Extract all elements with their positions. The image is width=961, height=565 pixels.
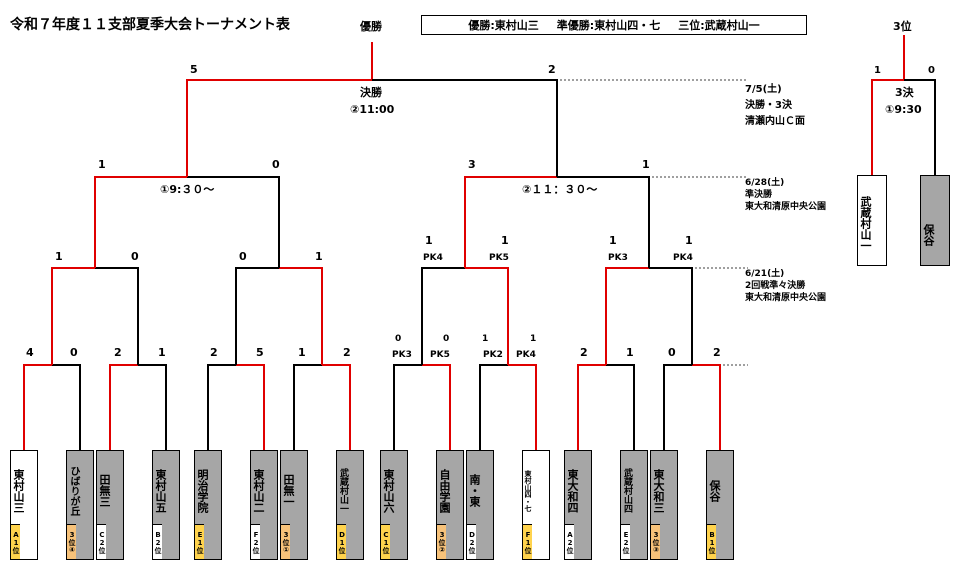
r1-pk-12: PK4 [516,350,536,360]
sf-round: 準決勝 [745,190,773,200]
r1-score-8: 2 [343,346,351,359]
qf-score-3: 0 [239,250,247,263]
champion-label: 優勝 [360,20,382,33]
r1-score-9: 0 [395,334,402,344]
r1-pk-11: PK2 [483,350,503,360]
third-place-label: 3位 [893,20,912,33]
third-match-label: 3決 [895,86,914,99]
team-4: 東村山五 B2位 [152,450,180,560]
third-team-left: 武蔵村山一 [857,175,887,266]
qf-score-7: 1 [609,234,617,247]
qf-date: 6/21(土) [745,269,785,279]
final-rounds: 決勝・3決 [745,100,792,111]
qf-score-6: 1 [501,234,509,247]
r1-score-12: 1 [530,334,537,344]
team-8: 武蔵村山一 D1位 [336,450,364,560]
r1-score-6: 5 [256,346,264,359]
sf-score-3: 3 [468,158,476,171]
sf-right-time: ②１１：３０～ [522,183,598,196]
qf-score-2: 0 [131,250,139,263]
final-score-left: 5 [190,63,198,76]
third-score-left: 1 [874,65,881,76]
r1-pk-9: PK3 [392,350,412,360]
sf-score-1: 1 [98,158,106,171]
final-score-right: 2 [548,63,556,76]
qf-round: 2回戦準々決勝 [745,281,806,291]
final-label: 決勝 [360,86,382,99]
team-2: ひばりが丘 3位④ [66,450,94,560]
team-5: 明治学院 E1位 [194,450,222,560]
team-9: 東村山六 C1位 [380,450,408,560]
results-summary: 優勝:東村山三 準優勝:東村山四・七 三位:武蔵村山一 [421,15,807,35]
qf-score-8: 1 [685,234,693,247]
team-15: 東大和三 3位③ [650,450,678,560]
r1-pk-10: PK5 [430,350,450,360]
r1-score-5: 2 [210,346,218,359]
result-third: 三位:武蔵村山一 [678,19,760,32]
result-runner-up: 準優勝:東村山四・七 [556,19,661,32]
r1-score-7: 1 [298,346,306,359]
third-score-right: 0 [928,65,935,76]
result-champion: 優勝:東村山三 [468,19,539,32]
team-10: 自由学園 3位② [436,450,464,560]
final-time: ②11:00 [350,103,395,116]
r1-score-14: 1 [626,346,634,359]
team-1: 東村山三 A1位 [10,450,38,560]
r1-score-15: 0 [668,346,676,359]
final-venue: 清瀬内山Ｃ面 [745,116,805,127]
qf-score-1: 1 [55,250,63,263]
r1-score-10: 0 [443,334,450,344]
r1-score-4: 1 [158,346,166,359]
sf-score-2: 0 [272,158,280,171]
team-11: 南・東 D2位 [466,450,494,560]
r1-score-13: 2 [580,346,588,359]
team-6: 東村山二 F2位 [250,450,278,560]
qf-pk-8: PK4 [673,253,693,263]
qf-venue: 東大和清原中央公園 [745,293,827,303]
qf-pk-5: PK4 [423,253,443,263]
r1-score-16: 2 [713,346,721,359]
team-13: 東大和四 A2位 [564,450,592,560]
sf-left-time: ①9:３０～ [160,183,215,196]
final-date: 7/5(土) [745,84,782,95]
r1-score-1: 4 [26,346,34,359]
third-match-time: ①9:30 [885,103,922,116]
team-3: 田無三 C2位 [96,450,124,560]
qf-pk-7: PK3 [608,253,628,263]
team-16: 保谷 B1位 [706,450,734,560]
team-12: 東村山四・七 F1位 [522,450,550,560]
r1-score-2: 0 [70,346,78,359]
r1-score-11: 1 [482,334,489,344]
sf-score-4: 1 [642,158,650,171]
qf-pk-6: PK5 [489,253,509,263]
sf-date: 6/28(土) [745,178,785,188]
page-title: 令和７年度１１支部夏季大会トーナメント表 [10,17,290,33]
team-14: 武蔵村山四 E2位 [620,450,648,560]
team-7: 田無一 3位① [280,450,308,560]
third-team-right: 保谷 [920,175,950,266]
qf-score-5: 1 [425,234,433,247]
qf-score-4: 1 [315,250,323,263]
r1-score-3: 2 [114,346,122,359]
sf-venue: 東大和清原中央公園 [745,202,827,212]
